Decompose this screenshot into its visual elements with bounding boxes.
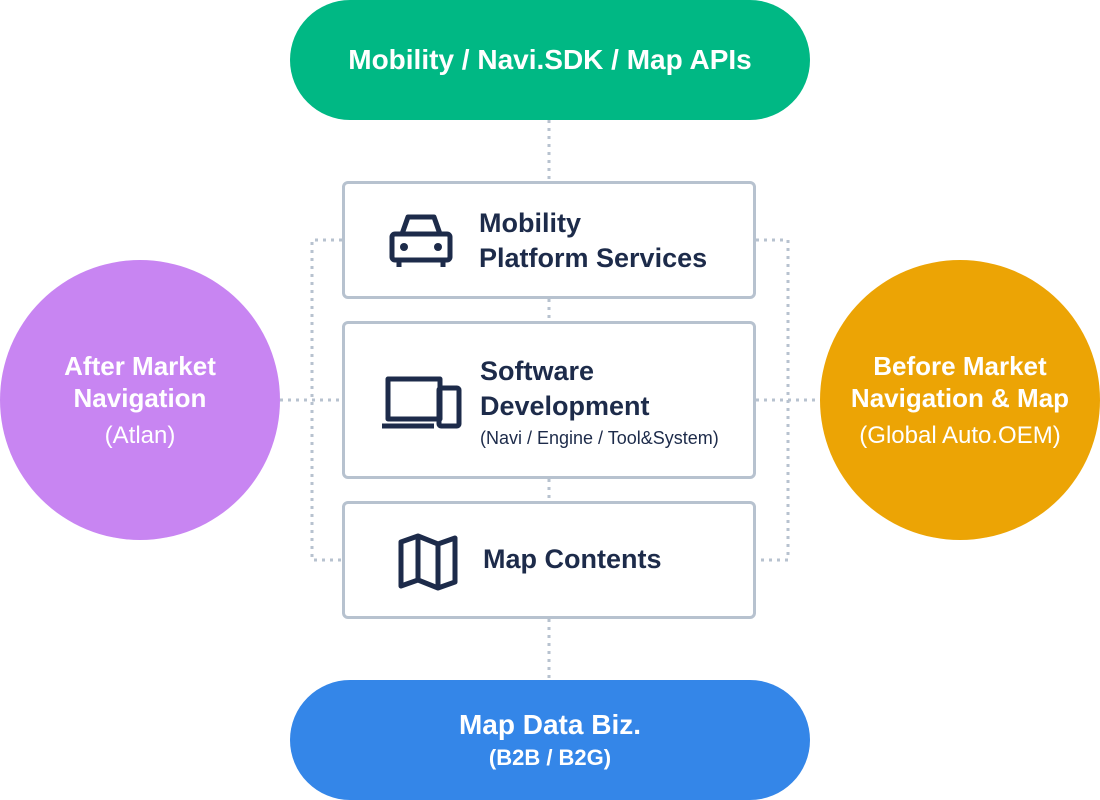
box2-title-line1: Software [480, 356, 595, 386]
mobility-platform-box: Mobility Platform Services [342, 181, 756, 299]
box1-title-line2: Platform Services [479, 243, 708, 273]
map-contents-box: Map Contents [342, 501, 756, 619]
car-icon [389, 214, 453, 267]
left-circle-title-line1: After Market [64, 351, 216, 381]
right-circle-title-line2: Navigation & Map [850, 383, 1070, 413]
box1-title-line1: Mobility [479, 208, 581, 238]
left-circle-title-line2: Navigation [73, 383, 207, 413]
box3-title: Map Contents [483, 544, 662, 574]
box2-title-line2: Development [480, 391, 650, 421]
software-development-box: Software Development (Navi / Engine / To… [342, 321, 756, 479]
bottom-pill: Map Data Biz. (B2B / B2G) [290, 680, 810, 800]
devices-icon [382, 376, 462, 429]
right-circle-title-line1: Before Market [873, 351, 1047, 381]
map-icon [398, 533, 458, 591]
before-market-circle: Before Market Navigation & Map (Global A… [820, 260, 1100, 540]
top-pill: Mobility / Navi.SDK / Map APIs [290, 0, 810, 120]
bottom-pill-sublabel: (B2B / B2G) [488, 745, 612, 770]
box2-sublabel: (Navi / Engine / Tool&System) [480, 428, 719, 448]
right-circle-sublabel: (Global Auto.OEM) [859, 422, 1061, 449]
after-market-circle: After Market Navigation (Atlan) [0, 260, 280, 540]
top-pill-label: Mobility / Navi.SDK / Map APIs [348, 44, 752, 75]
left-circle-sublabel: (Atlan) [104, 422, 176, 449]
bottom-pill-label: Map Data Biz. [458, 709, 642, 740]
